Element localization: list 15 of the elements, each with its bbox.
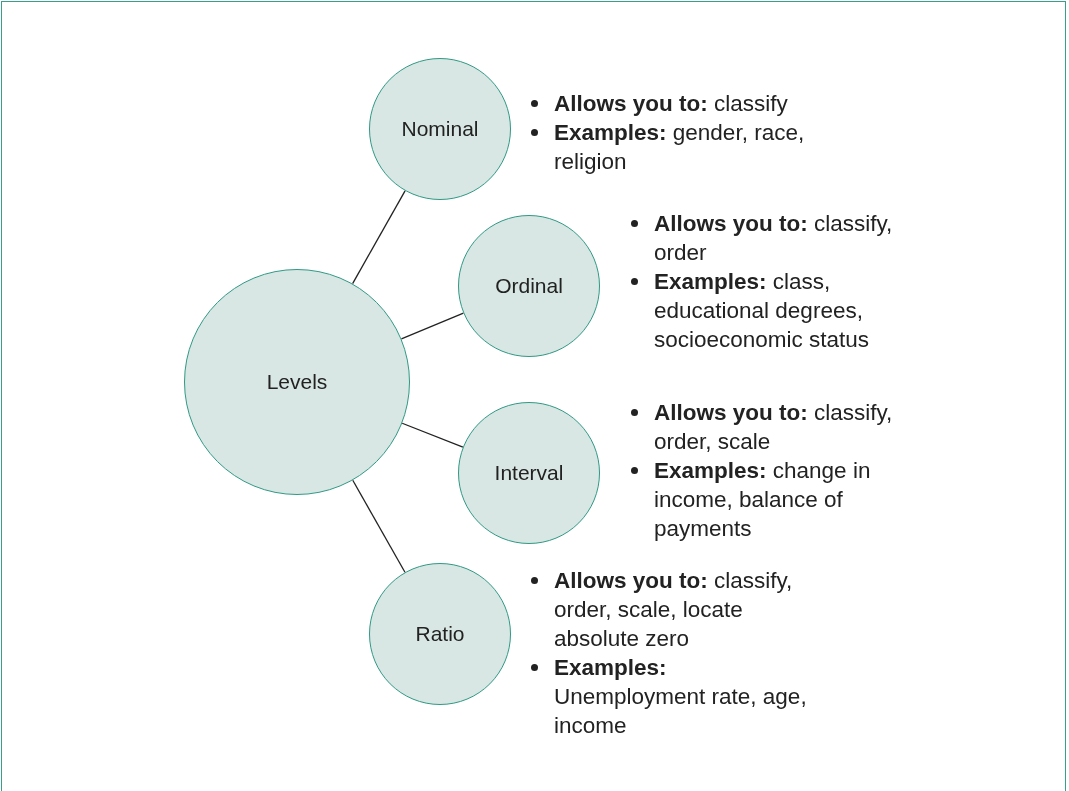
bullet-text: Examples: Unemployment rate, age, income	[554, 654, 808, 740]
bullet-text: Allows you to: classify	[554, 90, 789, 118]
node-label: Ordinal	[495, 274, 563, 298]
bullet-text: Allows you to: classify, order, scale, locate absolute zero	[554, 567, 794, 653]
node-label: Levels	[266, 370, 328, 394]
bullet-text: Examples: gender, race, religion	[554, 119, 806, 176]
connector-line	[400, 312, 465, 340]
connector-line	[352, 479, 406, 573]
connector-line	[351, 190, 406, 285]
bullet-text: Examples: change in income, balance of payments	[654, 457, 872, 543]
node-label: Ratio	[415, 622, 465, 646]
bullet-text: Examples: class, educational degrees, socioeconomic status	[654, 268, 871, 354]
connector-line	[401, 422, 464, 448]
node-label: Interval	[494, 461, 564, 485]
node-label: Nominal	[401, 117, 479, 141]
